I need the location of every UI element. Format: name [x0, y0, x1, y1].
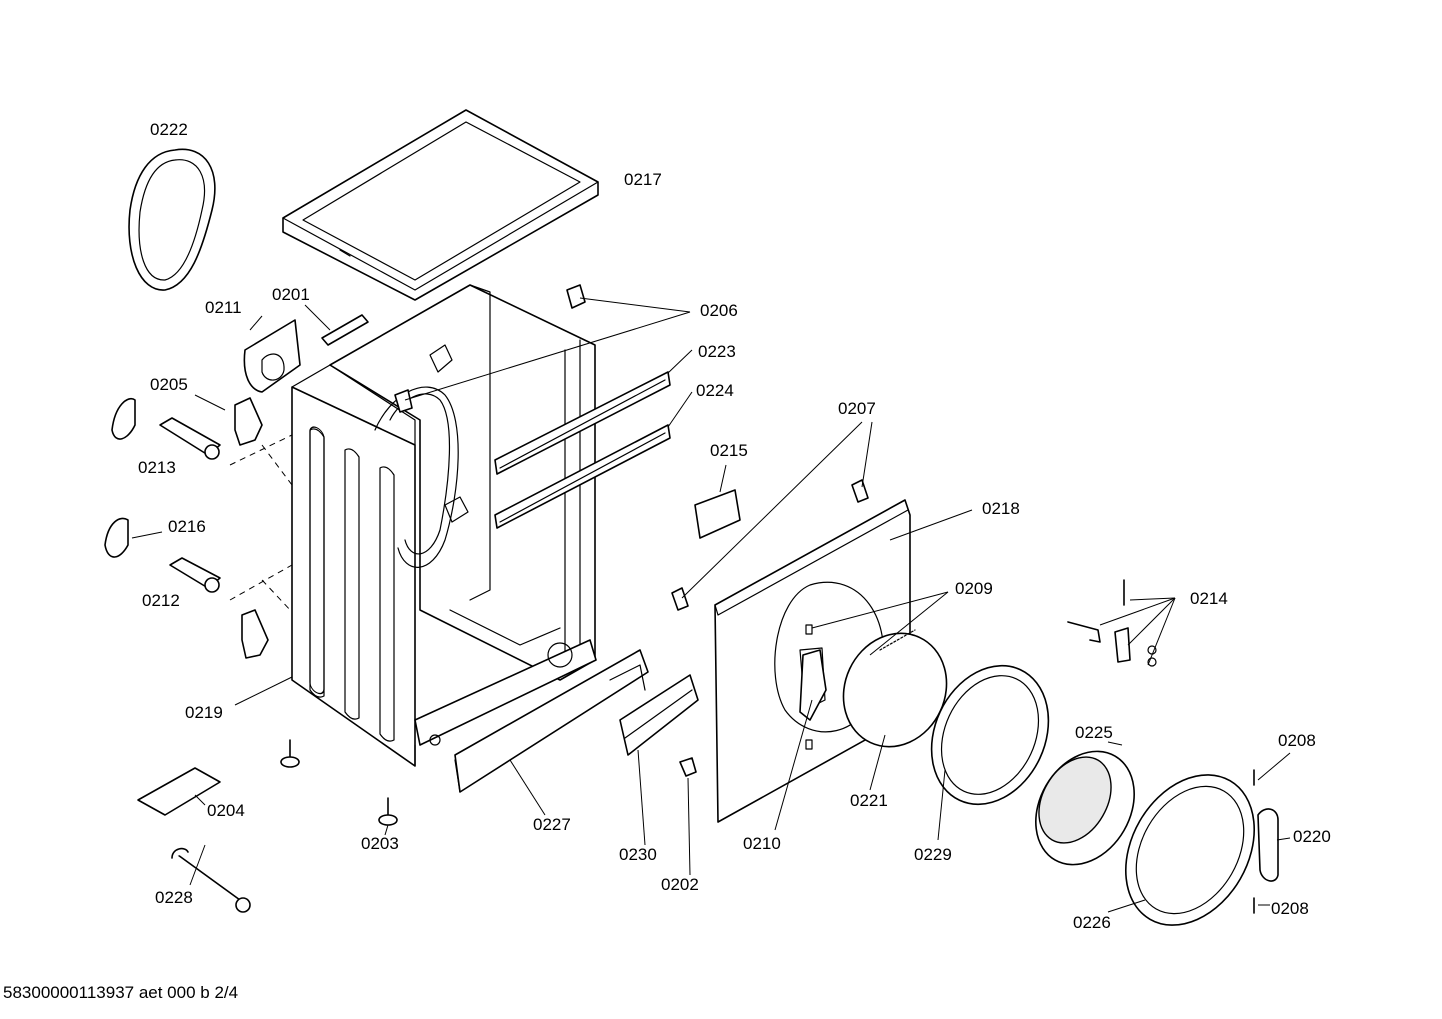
part-labels: 0222 0217 0201 0211 0206 0223 0205 0224 … [138, 120, 1331, 932]
label-0219: 0219 [185, 703, 223, 722]
part-0213-damper [159, 417, 221, 460]
label-0201: 0201 [272, 285, 310, 304]
label-0216: 0216 [168, 517, 206, 536]
part-0201 [321, 314, 369, 346]
part-0215-door-lock [694, 489, 741, 539]
footer-reference: 58300000113937 aet 000 b 2/4 [3, 983, 238, 1002]
part-0204-plate [137, 767, 221, 816]
part-0205 [234, 397, 263, 446]
part-0217-top-cover [282, 109, 599, 301]
label-0222: 0222 [150, 120, 188, 139]
label-0206: 0206 [700, 301, 738, 320]
part-0211 [243, 319, 301, 393]
part-0220-handle [1257, 808, 1279, 882]
part-0202 [679, 757, 697, 777]
part-0203-foot-b [378, 797, 398, 826]
part-0223-rail [494, 371, 671, 475]
label-0213: 0213 [138, 458, 176, 477]
label-0212: 0212 [142, 591, 180, 610]
label-0230: 0230 [619, 845, 657, 864]
label-0211: 0211 [205, 298, 242, 317]
part-0225-glass [1035, 750, 1135, 866]
label-0207: 0207 [838, 399, 876, 418]
label-0223: 0223 [698, 342, 736, 361]
label-0210: 0210 [743, 834, 781, 853]
leader-lines [131, 297, 1291, 913]
label-0228: 0228 [155, 888, 193, 907]
label-0218: 0218 [982, 499, 1020, 518]
label-0226: 0226 [1073, 913, 1111, 932]
part-0212-damper [169, 557, 221, 593]
part-cabinet-body [291, 284, 597, 767]
label-0203: 0203 [361, 834, 399, 853]
label-0217: 0217 [624, 170, 662, 189]
label-0202: 0202 [661, 875, 699, 894]
label-0208-top: 0208 [1278, 731, 1316, 750]
label-0215: 0215 [710, 441, 748, 460]
label-0224: 0224 [696, 381, 734, 400]
part-0230-flap [619, 674, 699, 756]
label-0205: 0205 [150, 375, 188, 394]
part-0224-rail [494, 424, 671, 529]
label-0204: 0204 [207, 801, 245, 820]
label-0220: 0220 [1293, 827, 1331, 846]
part-0210-hook [799, 649, 827, 721]
part-0222-gasket [128, 148, 216, 291]
label-0227: 0227 [533, 815, 571, 834]
part-0229-inner-ring [930, 664, 1050, 806]
part-0214-hinge [1067, 579, 1157, 667]
part-0209-spring [879, 629, 916, 651]
part-0203-foot-a [280, 739, 300, 768]
label-0208-bottom: 0208 [1271, 899, 1309, 918]
part-damper-cap-top [111, 398, 136, 440]
part-0207-clip-bottom [671, 587, 689, 611]
label-0225: 0225 [1075, 723, 1113, 742]
label-0221: 0221 [850, 791, 888, 810]
part-0206-clip-top [566, 284, 586, 309]
part-0206-clip-body [394, 389, 413, 413]
part-0227-plinth [454, 649, 649, 793]
label-0209: 0209 [955, 579, 993, 598]
part-0216-cap [104, 517, 129, 558]
label-0229: 0229 [914, 845, 952, 864]
part-0207-clip-top [851, 479, 869, 503]
part-0228-spanner [171, 847, 251, 913]
part-bracket-lower [241, 609, 269, 659]
label-0214: 0214 [1190, 589, 1228, 608]
dashed-guides [229, 434, 293, 613]
part-0226-outer-ring [1124, 774, 1256, 926]
